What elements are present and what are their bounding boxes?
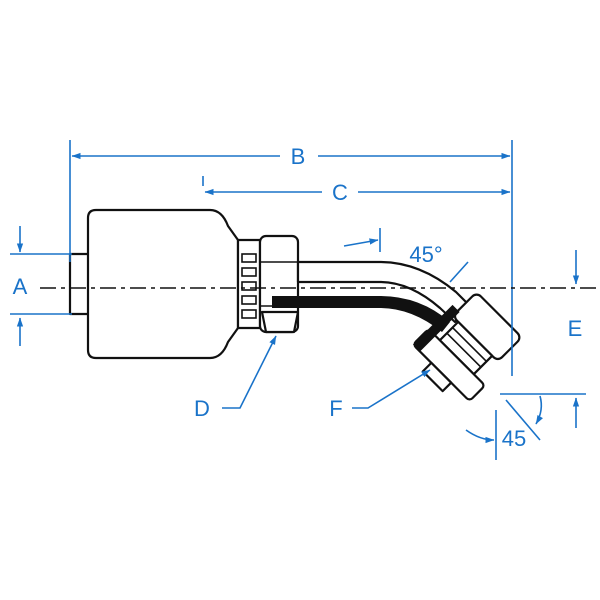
bent-tube <box>296 260 472 324</box>
dim-end-angle-left <box>465 429 495 444</box>
label-f: F <box>329 396 342 421</box>
ext-end-angle-diag <box>505 399 541 441</box>
dimensions: B C A E 45° 45 D F <box>10 140 600 460</box>
label-c: C <box>332 180 348 205</box>
collar-ribs <box>241 253 257 319</box>
dim-bend-arrow <box>343 238 379 247</box>
label-bend-angle: 45° <box>409 242 442 267</box>
hose-fitting <box>68 208 521 401</box>
section-hatch <box>272 296 450 332</box>
label-a: A <box>13 274 28 299</box>
dim-end-angle-right <box>535 395 543 425</box>
label-e: E <box>568 316 583 341</box>
ferrule-shell <box>86 208 240 360</box>
leader-f <box>352 369 431 409</box>
nut-flange <box>260 310 300 334</box>
label-d: D <box>194 396 210 421</box>
ext-bend-end <box>449 261 469 283</box>
seat-hatch <box>412 304 460 352</box>
label-end-angle: 45 <box>502 426 526 451</box>
label-b: B <box>291 144 306 169</box>
leader-d <box>222 335 277 409</box>
